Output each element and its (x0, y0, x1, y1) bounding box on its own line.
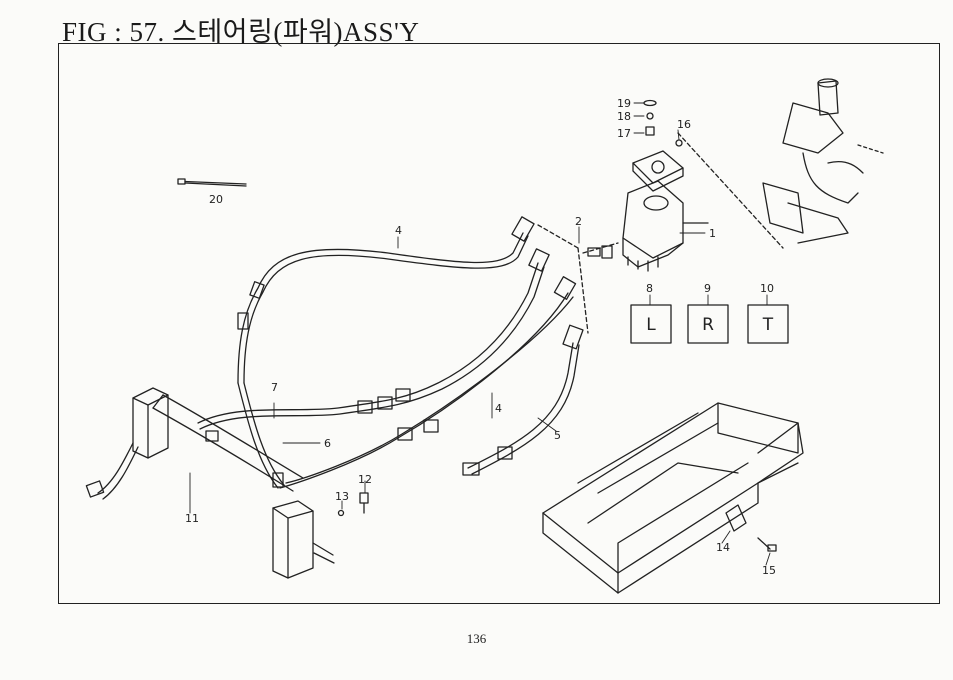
callout-16: 16 (677, 118, 691, 131)
chassis-frame (542, 402, 804, 594)
port-box-l (630, 304, 672, 344)
page-number: 136 (466, 631, 487, 646)
port-box-r (687, 304, 729, 344)
callout-11: 11 (185, 512, 199, 525)
callout-15: 15 (762, 564, 776, 577)
callout-4-upper: 4 (395, 224, 402, 237)
steering-unit-1 (622, 150, 709, 272)
port-label-r: R (702, 315, 714, 335)
callout-14: 14 (716, 541, 730, 554)
callout-1: 1 (709, 227, 716, 240)
steering-cylinder-11 (85, 387, 335, 579)
steering-column-bracket (762, 78, 884, 244)
callout-7: 7 (271, 381, 278, 394)
callout-20: 20 (209, 193, 223, 206)
callout-5: 5 (554, 429, 561, 442)
figure-title: FIG : 57. 스테어링(파워)ASS'Y (62, 17, 420, 47)
port-label-t: T (762, 315, 774, 335)
hose-5 (462, 324, 584, 476)
callout-17: 17 (617, 127, 631, 140)
callout-2: 2 (575, 215, 582, 228)
port-box-t (747, 304, 789, 344)
hose-7 (197, 248, 550, 430)
parts-diagram: L R T 1 2 4 4 5 6 7 8 9 10 11 12 13 14 1… (85, 78, 884, 594)
port-label-l: L (646, 315, 656, 335)
hose-6 (237, 276, 577, 489)
callout-leaders (189, 102, 771, 566)
port-boxes (630, 304, 789, 344)
hose-4-upper (237, 216, 535, 384)
cable-tie-part (177, 178, 247, 187)
callout-12: 12 (358, 473, 372, 486)
callout-8: 8 (646, 282, 653, 295)
callout-9: 9 (704, 282, 711, 295)
callout-4-lower: 4 (495, 402, 502, 415)
diagram-frame (58, 43, 940, 604)
callout-18: 18 (617, 110, 631, 123)
bracket-14-bolt-15 (725, 504, 777, 552)
callout-13: 13 (335, 490, 349, 503)
fitting-2 (587, 245, 613, 259)
connection-leaders (537, 132, 784, 334)
callout-10: 10 (760, 282, 774, 295)
callout-6: 6 (324, 437, 331, 450)
callout-19: 19 (617, 97, 631, 110)
bolt-12-washer-13 (337, 492, 369, 517)
